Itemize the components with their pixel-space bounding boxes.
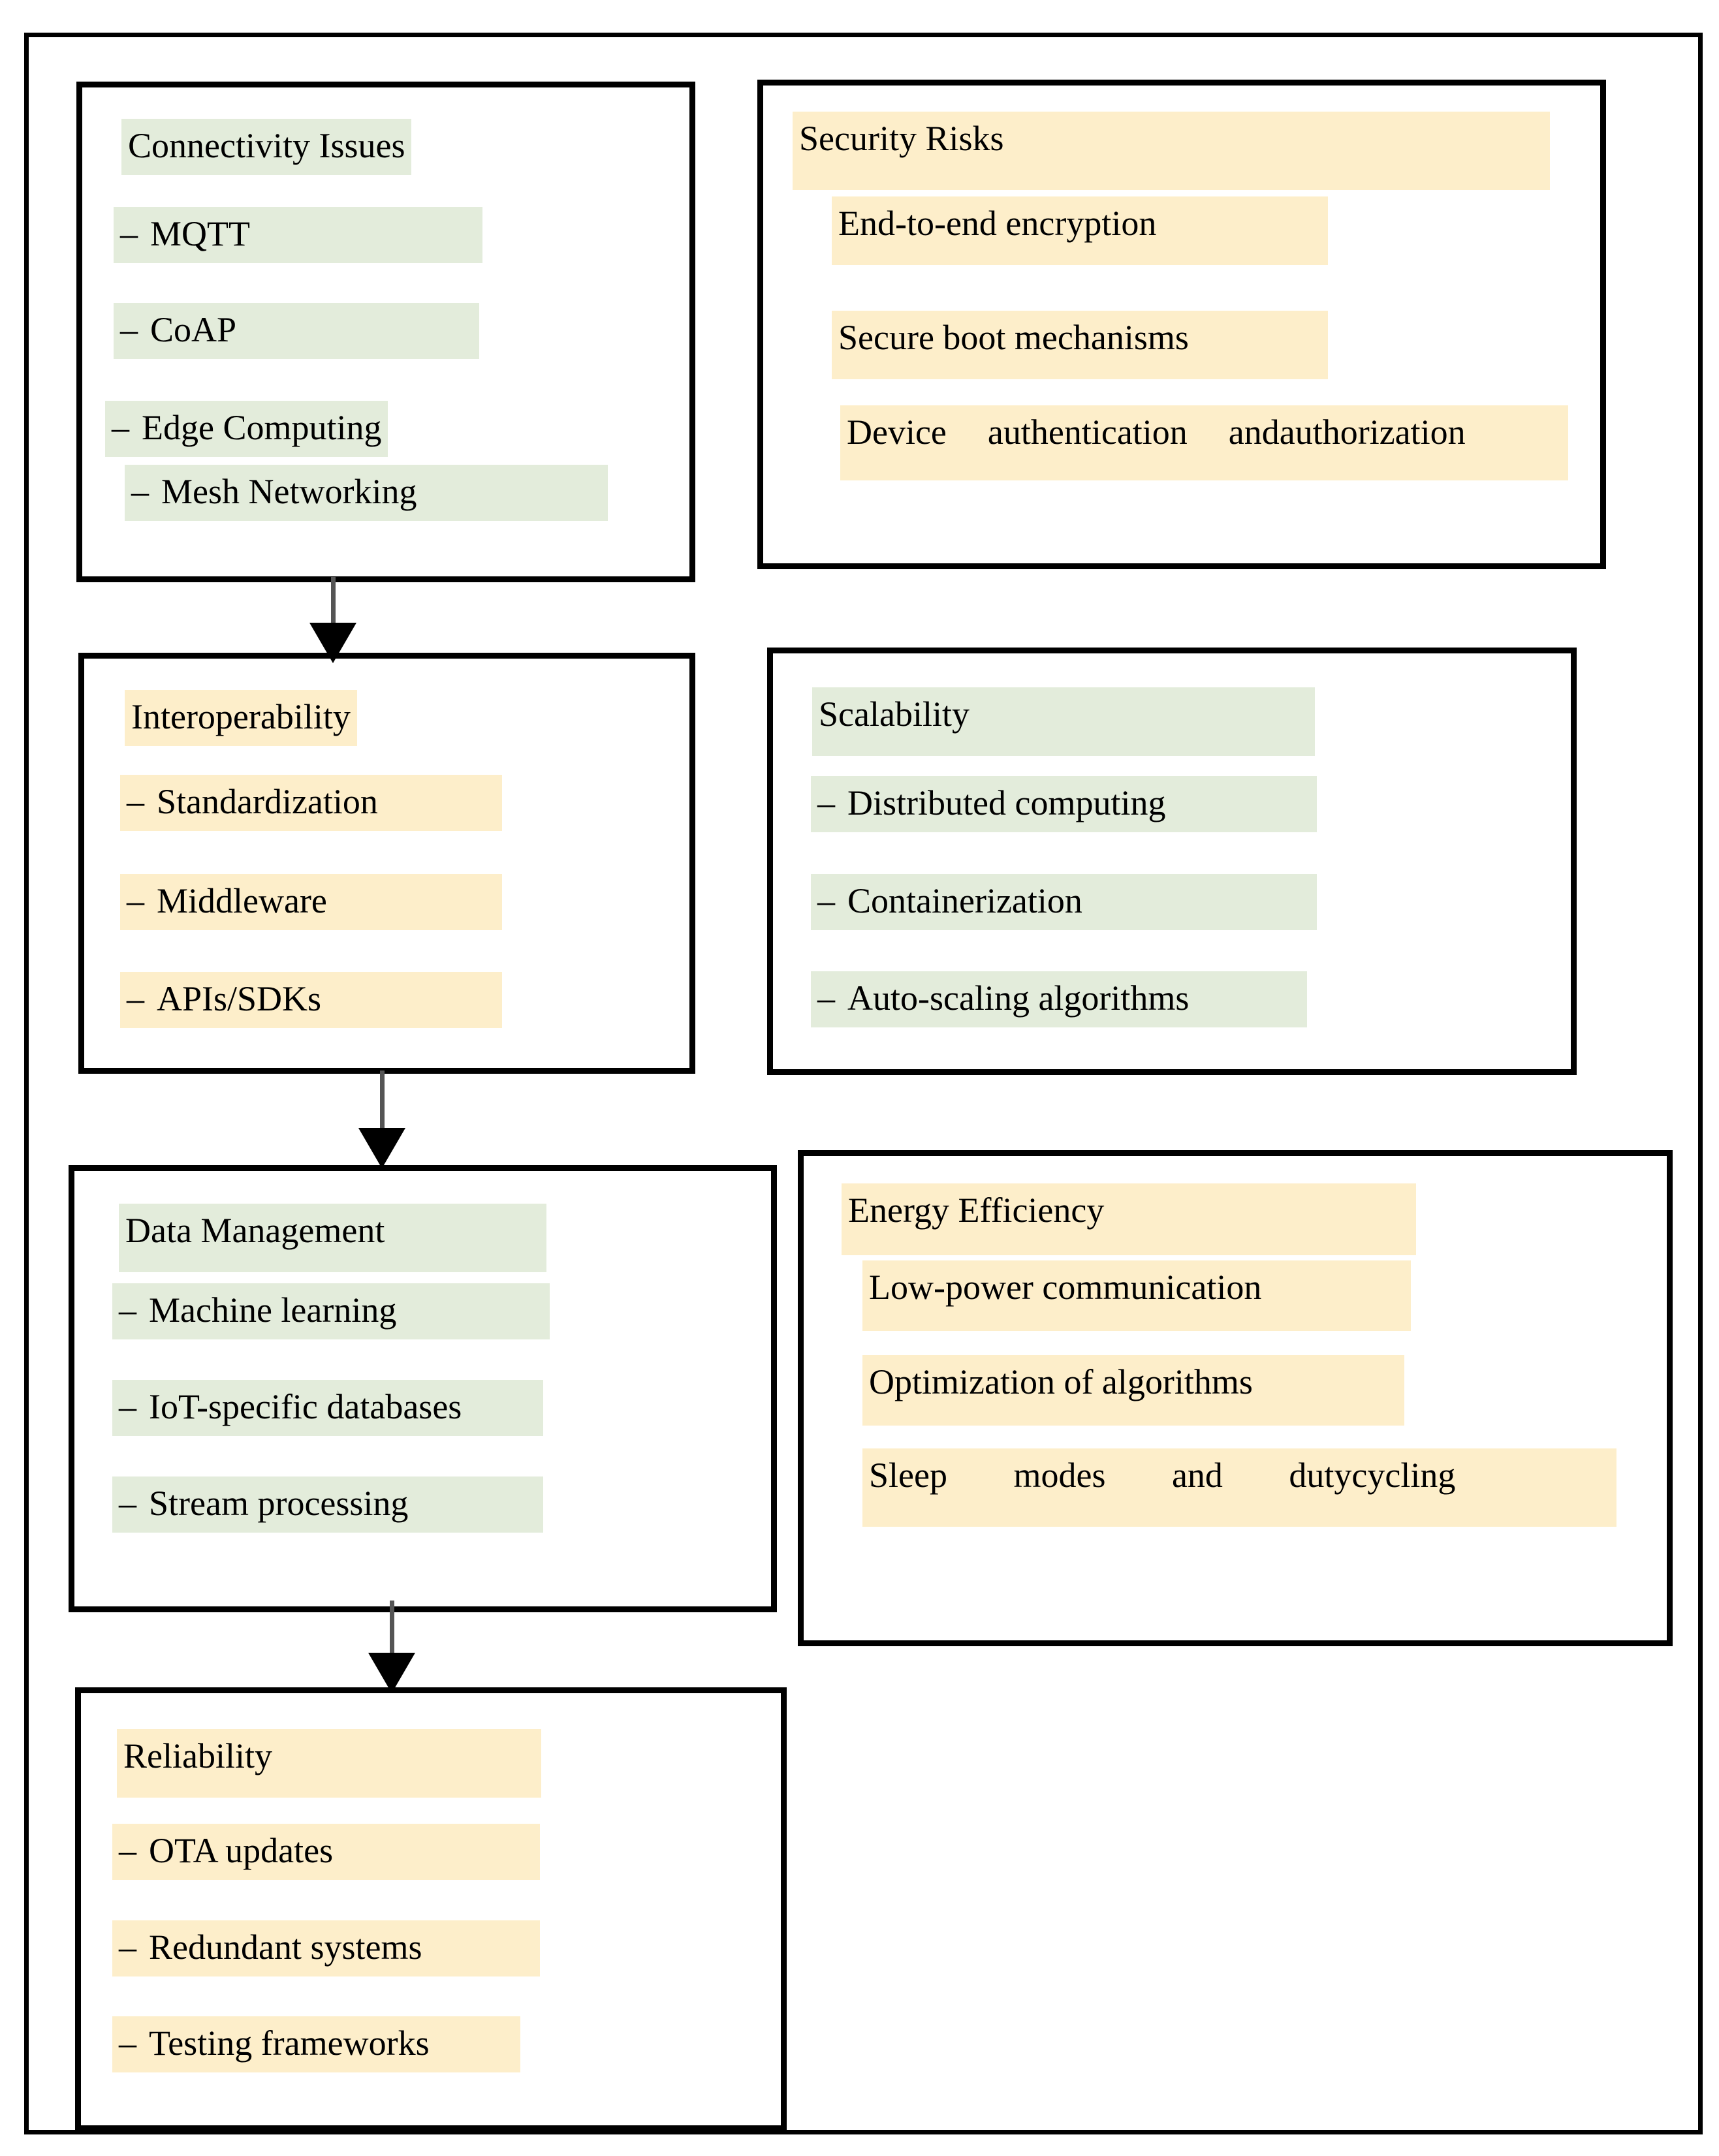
- node-list-item: Sleep modes and dutycycling: [862, 1448, 1616, 1527]
- bullet-dash-icon: –: [120, 310, 138, 349]
- node-list-item: –Redundant systems: [112, 1920, 540, 1976]
- node-interoperability[interactable]: Interoperability –Standardization –Middl…: [78, 653, 695, 1074]
- node-heading: Scalability: [812, 687, 1315, 756]
- node-list-item: End-to-end encryption: [832, 196, 1328, 265]
- node-heading: Security Risks: [793, 112, 1550, 190]
- bullet-dash-icon: –: [119, 2023, 136, 2063]
- node-heading: Reliability: [117, 1729, 541, 1798]
- arrow-head-icon: [368, 1653, 415, 1693]
- node-list-item: –CoAP: [114, 303, 479, 359]
- node-body: Interoperability –Standardization –Middl…: [84, 659, 689, 1068]
- bullet-dash-icon: –: [119, 1928, 136, 1967]
- bullet-dash-icon: –: [119, 1484, 136, 1523]
- bullet-dash-icon: –: [119, 1290, 136, 1330]
- bullet-dash-icon: –: [131, 472, 149, 511]
- bullet-dash-icon: –: [127, 881, 144, 920]
- arrow-interoperability-to-data-management: [343, 1070, 421, 1172]
- node-list-item: –Distributed computing: [811, 776, 1317, 832]
- node-list-item: –Machine learning: [112, 1283, 550, 1339]
- node-connectivity-issues[interactable]: Connectivity Issues –MQTT –CoAP –Edge Co…: [76, 82, 695, 582]
- node-energy-efficiency[interactable]: Energy Efficiency Low-power communicatio…: [798, 1150, 1673, 1646]
- bullet-dash-icon: –: [119, 1831, 136, 1870]
- bullet-dash-icon: –: [817, 978, 835, 1018]
- node-list-item: –Middleware: [120, 874, 502, 930]
- node-heading: Interoperability: [125, 690, 357, 746]
- node-list-item: –Stream processing: [112, 1476, 543, 1533]
- arrow-data-management-to-reliability: [353, 1601, 431, 1695]
- arrow-head-icon: [309, 623, 356, 663]
- node-body: Connectivity Issues –MQTT –CoAP –Edge Co…: [82, 87, 689, 576]
- outer-frame: [24, 33, 1703, 2134]
- node-list-item: –IoT-specific databases: [112, 1380, 543, 1436]
- node-list-item: –OTA updates: [112, 1824, 540, 1880]
- bullet-dash-icon: –: [119, 1387, 136, 1426]
- bullet-dash-icon: –: [127, 979, 144, 1018]
- node-list-item: Low-power communication: [862, 1260, 1411, 1331]
- bullet-dash-icon: –: [817, 783, 835, 822]
- node-list-item: –Mesh Networking: [125, 465, 608, 521]
- arrow-shaft: [331, 577, 336, 631]
- node-body: Scalability –Distributed computing –Cont…: [773, 653, 1571, 1069]
- node-list-item: –APIs/SDKs: [120, 972, 502, 1028]
- bullet-dash-icon: –: [127, 782, 144, 821]
- bullet-dash-icon: –: [112, 408, 129, 447]
- node-body: Energy Efficiency Low-power communicatio…: [804, 1156, 1667, 1640]
- arrow-shaft: [380, 1070, 385, 1136]
- node-list-item: –Standardization: [120, 775, 502, 831]
- node-body: Security Risks End-to-end encryption Sec…: [763, 86, 1600, 563]
- node-security-risks[interactable]: Security Risks End-to-end encryption Sec…: [757, 80, 1606, 569]
- node-list-item: –Containerization: [811, 874, 1317, 930]
- node-list-item: –Edge Computing: [105, 401, 388, 457]
- node-heading: Energy Efficiency: [842, 1183, 1416, 1255]
- bullet-dash-icon: –: [120, 214, 138, 253]
- node-body: Data Management –Machine learning –IoT-s…: [74, 1171, 771, 1606]
- node-list-item: Device authentication andauthorization: [840, 405, 1568, 480]
- arrow-shaft: [390, 1601, 394, 1661]
- node-scalability[interactable]: Scalability –Distributed computing –Cont…: [767, 648, 1577, 1075]
- node-list-item: –MQTT: [114, 207, 482, 263]
- node-list-item: Optimization of algorithms: [862, 1355, 1404, 1426]
- node-reliability[interactable]: Reliability –OTA updates –Redundant syst…: [75, 1687, 787, 2131]
- node-data-management[interactable]: Data Management –Machine learning –IoT-s…: [69, 1165, 777, 1612]
- node-list-item: –Testing frameworks: [112, 2016, 520, 2072]
- arrow-connectivity-to-interoperability: [294, 577, 372, 663]
- node-heading: Data Management: [119, 1204, 546, 1272]
- node-list-item: Secure boot mechanisms: [832, 311, 1328, 379]
- node-heading: Connectivity Issues: [121, 119, 412, 175]
- node-body: Reliability –OTA updates –Redundant syst…: [81, 1693, 781, 2125]
- bullet-dash-icon: –: [817, 881, 835, 920]
- arrow-head-icon: [358, 1128, 405, 1168]
- node-list-item: –Auto-scaling algorithms: [811, 971, 1307, 1027]
